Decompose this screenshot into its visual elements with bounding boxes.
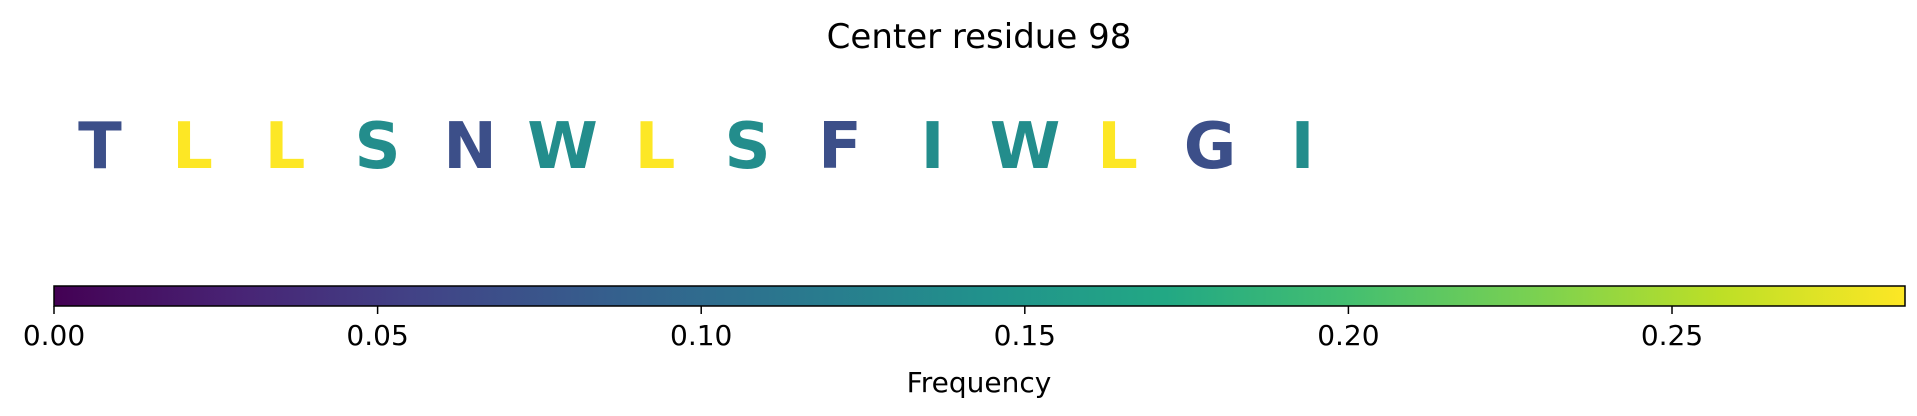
colorbar-tick-label: 0.10 — [670, 319, 732, 352]
residue-letter: I — [1291, 110, 1315, 184]
colorbar-tick-label: 0.15 — [994, 319, 1056, 352]
colorbar-frame — [53, 285, 1906, 307]
residue-letter: I — [921, 110, 945, 184]
colorbar: 0.00 0.05 0.10 0.15 0.20 0.25 Frequency — [23, 285, 1906, 399]
colorbar-tick-label: 0.20 — [1317, 319, 1379, 352]
residue-letter: S — [724, 110, 770, 184]
colorbar-tick-label: 0.00 — [23, 319, 85, 352]
colorbar-gradient — [54, 286, 1905, 306]
residue-letter: W — [990, 110, 1061, 184]
residue-letter: T — [78, 110, 122, 184]
residue-letter: L — [265, 110, 306, 184]
colorbar-tick-label: 0.25 — [1641, 319, 1703, 352]
residue-letter: S — [354, 110, 400, 184]
residue-letter: L — [1097, 110, 1138, 184]
residue-letter: L — [172, 110, 213, 184]
residue-letter: L — [635, 110, 676, 184]
colorbar-tick-label: 0.05 — [346, 319, 408, 352]
residue-letter: W — [527, 110, 598, 184]
colorbar-ticks: 0.00 0.05 0.10 0.15 0.20 0.25 — [23, 306, 1703, 352]
residue-letter: N — [443, 110, 497, 184]
chart-title: Center residue 98 — [827, 17, 1132, 57]
colorbar-label: Frequency — [907, 366, 1052, 399]
residue-letter: F — [818, 110, 862, 184]
residue-letter: G — [1184, 110, 1237, 184]
